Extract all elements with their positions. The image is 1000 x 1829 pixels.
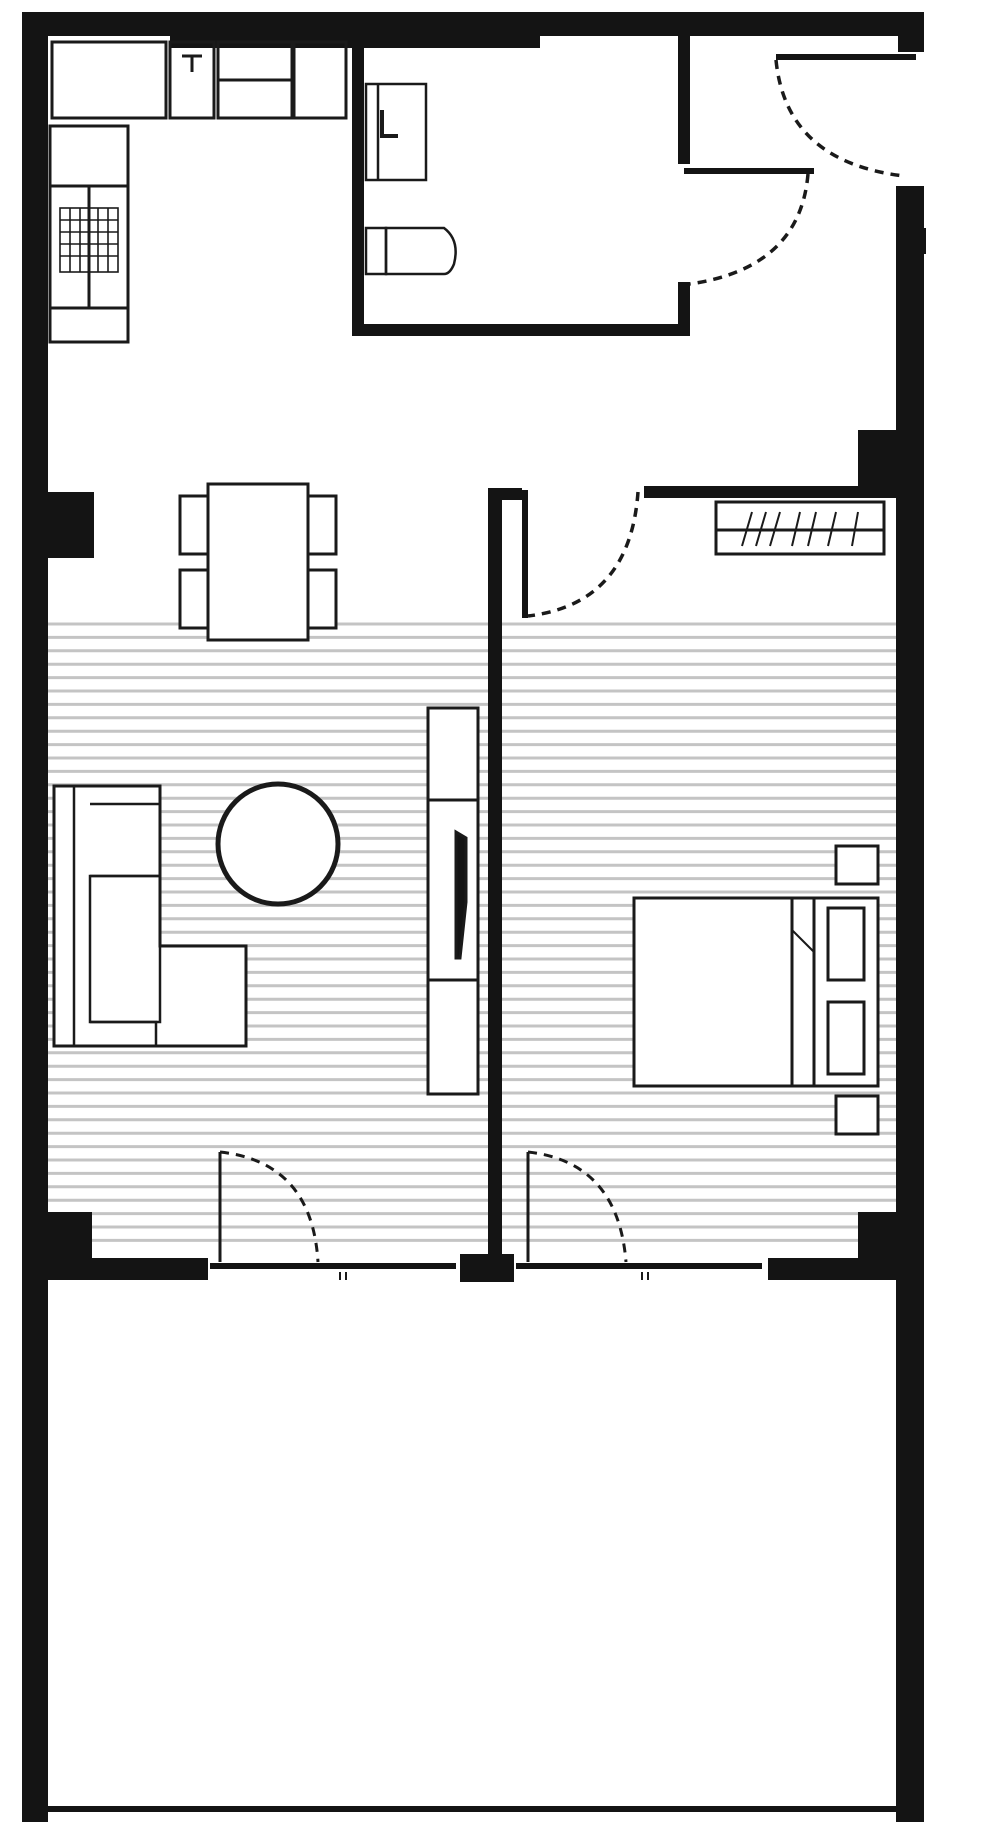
kitchen	[48, 40, 348, 344]
chair	[306, 568, 338, 630]
balcony-wall-left	[22, 1258, 208, 1280]
bathroom-wall-left	[352, 44, 364, 336]
top-wall	[22, 12, 924, 36]
vanity-sink	[364, 82, 428, 182]
chair	[178, 568, 210, 630]
bathroom-wall-right-upper	[678, 34, 690, 164]
left-wall	[22, 12, 48, 1822]
dining	[178, 482, 338, 642]
nightstand	[834, 1094, 880, 1136]
bedroom-wall-top	[644, 486, 900, 498]
round-coffee-table	[215, 781, 341, 907]
left-pier-mid	[44, 492, 94, 558]
top-right-pier	[898, 12, 924, 52]
entry-door[interactable]	[774, 59, 905, 178]
pillow	[826, 1000, 866, 1076]
counter	[50, 40, 168, 120]
bathroom-wall-right-lower	[678, 282, 690, 336]
right-pier-low	[858, 1212, 902, 1260]
chair	[306, 494, 338, 556]
partition-wall	[488, 488, 502, 1266]
counter	[292, 40, 348, 120]
living-balcony-door[interactable]	[210, 1150, 456, 1280]
wardrobe	[714, 500, 886, 556]
bedroom-door[interactable]	[527, 491, 640, 618]
living-room	[52, 706, 480, 1096]
faucet-icon	[182, 54, 202, 72]
double-bed	[632, 896, 880, 1088]
left-pier-low	[44, 1212, 92, 1260]
tv-icon	[454, 829, 468, 960]
l-shaped-sofa	[52, 784, 248, 1048]
refrigerator	[48, 124, 130, 344]
counter	[216, 78, 294, 120]
dining-table	[206, 482, 310, 642]
balcony-railing	[44, 1806, 900, 1812]
window-markers	[916, 486, 924, 1814]
partition-wall-cap	[488, 488, 522, 500]
walls	[22, 12, 926, 1822]
right-pier-mid	[858, 430, 902, 492]
nightstand	[834, 844, 880, 886]
bathroom-door[interactable]	[689, 173, 810, 286]
toilet	[364, 226, 457, 276]
bathroom-wall-bottom	[352, 324, 690, 336]
top-wall-step	[170, 34, 540, 48]
bedroom-door-jamb	[522, 490, 528, 618]
entry-door-jamb	[776, 54, 916, 60]
bedroom-balcony-door[interactable]	[516, 1150, 762, 1280]
bathroom	[364, 82, 457, 276]
chair	[178, 494, 210, 556]
faucet-icon	[380, 110, 398, 138]
sink	[168, 40, 216, 120]
bedroom	[632, 500, 886, 1136]
balcony-pier-center	[460, 1254, 514, 1282]
bathroom-door-jamb	[684, 168, 814, 174]
cooktop	[59, 207, 119, 273]
tv-unit	[426, 706, 480, 1096]
pillow	[826, 906, 866, 982]
balcony-wall-right	[768, 1258, 924, 1280]
right-wall-notch	[918, 228, 926, 254]
